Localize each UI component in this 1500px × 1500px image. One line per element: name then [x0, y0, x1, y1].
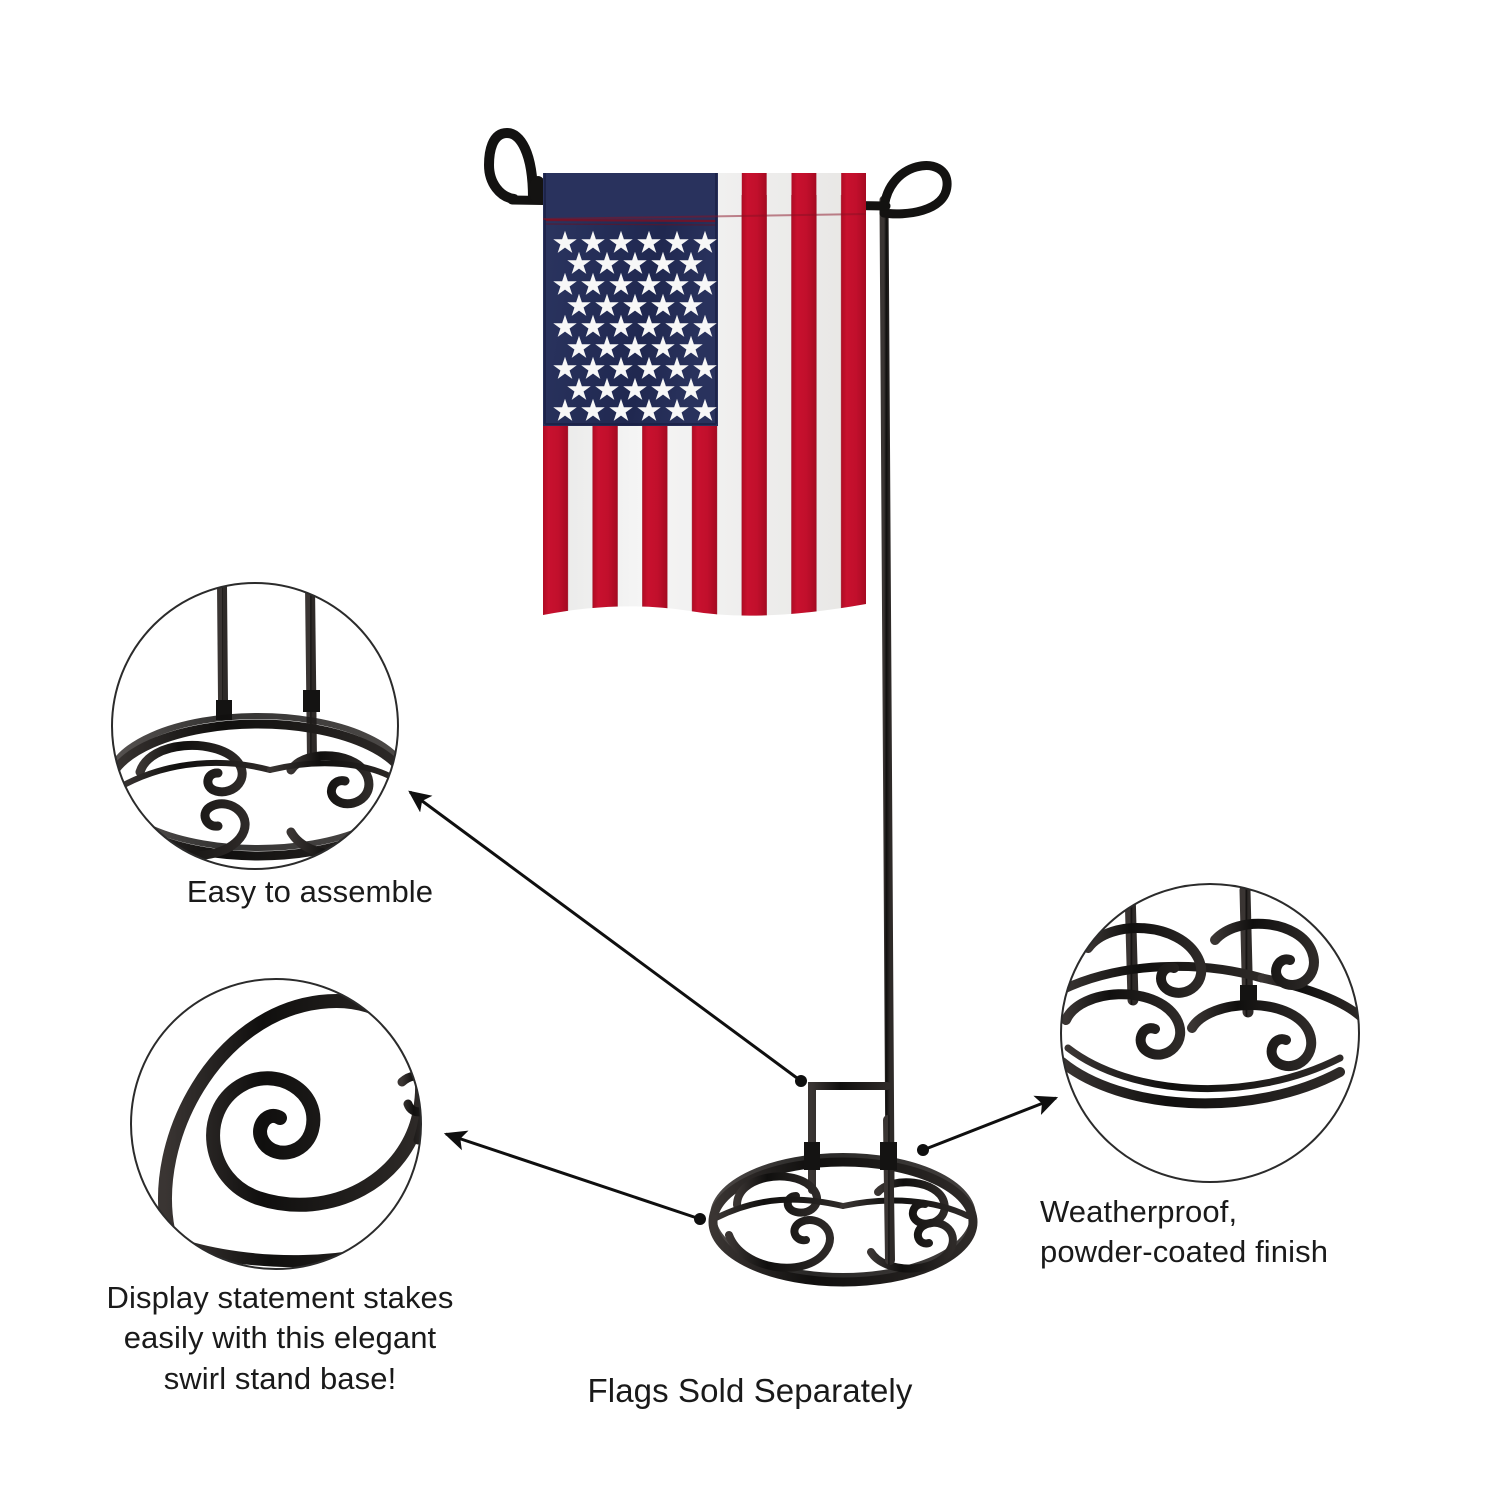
caption-flags-sold-separately: Flags Sold Separately	[587, 1372, 913, 1409]
magnifier-circle-weatherproof	[1060, 883, 1360, 1183]
base-swirls	[713, 1172, 971, 1273]
magnifier-circle-swirl	[130, 978, 422, 1270]
arrow-to-swirl	[443, 1130, 701, 1221]
arrow-to-weatherproof	[922, 1095, 1059, 1152]
arrow-to-assemble	[408, 790, 802, 1083]
callout-swirl-stand-base	[130, 978, 706, 1270]
flag-stand-base	[708, 1082, 978, 1287]
american-flag	[543, 173, 866, 616]
caption-weatherproof-finish: Weatherproof, powder-coated finish	[1040, 1194, 1329, 1270]
caption-swirl-stand-base: Display statement stakes easily with thi…	[106, 1280, 454, 1396]
callout-weatherproof-finish	[917, 883, 1360, 1183]
callout-easy-to-assemble	[111, 582, 807, 1087]
magnifier-circle-assemble	[111, 582, 399, 870]
flag-stand-pole	[879, 161, 952, 1187]
arrow-anchor-dot	[795, 1075, 807, 1087]
product-illustration	[483, 127, 978, 1287]
arrow-anchor-dot	[917, 1144, 929, 1156]
caption-easy-to-assemble: Easy to assemble	[186, 874, 434, 909]
arrow-anchor-dot	[694, 1213, 706, 1225]
flag-canton	[543, 173, 718, 426]
